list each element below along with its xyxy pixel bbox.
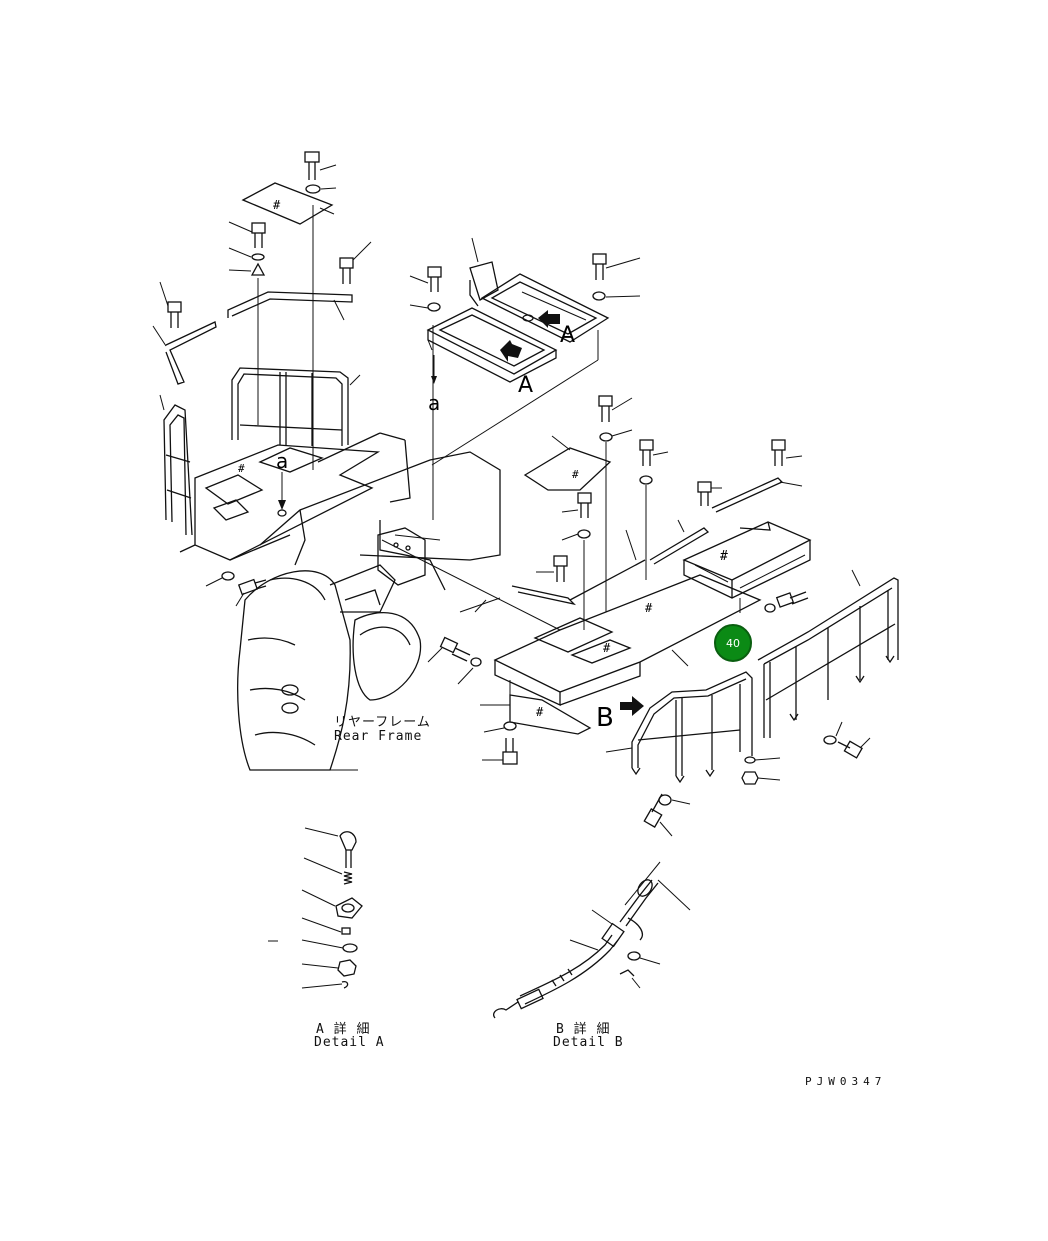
- rear-frame-en-label: Rear Frame: [334, 729, 423, 744]
- detail-b-connector[interactable]: [591, 861, 691, 948]
- view-a-lower-label: A: [518, 373, 533, 398]
- bolt-center-2[interactable]: [639, 439, 669, 485]
- handrail-b[interactable]: [605, 671, 753, 784]
- svg-text:#: #: [720, 549, 728, 564]
- detail-a-clip[interactable]: [301, 980, 349, 989]
- detail-a-pin[interactable]: [301, 917, 351, 935]
- svg-text:#: #: [273, 198, 281, 212]
- frame-bolt[interactable]: [427, 636, 482, 685]
- detail-b-en-label: Detail B: [553, 1035, 624, 1050]
- svg-text:#: #: [238, 462, 245, 475]
- washer-top[interactable]: [305, 184, 337, 194]
- part-callout-label: 40: [726, 636, 740, 650]
- bolt-center-5[interactable]: [697, 481, 722, 506]
- handrail-b-bolt[interactable]: [643, 793, 691, 837]
- arrow-a-small-label: a: [428, 391, 440, 415]
- bolt-rail-right[interactable]: [339, 241, 372, 284]
- brace-bar-long[interactable]: [511, 519, 710, 606]
- bolt-cover-right[interactable]: [592, 253, 641, 301]
- bolt-left-stack[interactable]: [228, 221, 266, 276]
- svg-text:#: #: [645, 601, 653, 615]
- left-bolt-washer[interactable]: [205, 571, 267, 607]
- detail-b-jp-label: B 詳 細: [556, 1022, 611, 1037]
- cover-plate-upper[interactable]: [469, 237, 610, 343]
- nut-washer-right[interactable]: [741, 756, 781, 785]
- box-bolt-washer[interactable]: [739, 591, 809, 613]
- fender-floor-plate[interactable]: # #: [493, 574, 762, 707]
- bracket-left-bar[interactable]: [152, 321, 217, 385]
- detail-a-nut[interactable]: [301, 959, 357, 977]
- guard-rail-bolt[interactable]: [823, 721, 871, 759]
- arrow-a-small: a: [428, 355, 440, 415]
- bracket-plate-small[interactable]: #: [523, 435, 612, 491]
- svg-text:#: #: [536, 705, 544, 719]
- detail-a-spring[interactable]: [303, 857, 353, 885]
- left-platform[interactable]: #: [179, 444, 381, 561]
- svg-text:#: #: [572, 468, 579, 481]
- detail-b-clamp[interactable]: [619, 917, 661, 989]
- bolt-left-bracket[interactable]: [159, 281, 182, 328]
- bolt-cover-left[interactable]: [409, 266, 442, 312]
- top-cover-plate[interactable]: #: [241, 182, 334, 225]
- detail-a-grommet[interactable]: [301, 889, 363, 919]
- rear-frame-beam[interactable]: [259, 432, 501, 613]
- battery-box-cover[interactable]: #: [682, 521, 812, 599]
- rear-frame-jp-label: リヤーフレーム: [334, 715, 431, 730]
- brace-bar-right[interactable]: [711, 477, 803, 513]
- gusset-bolt[interactable]: [482, 721, 518, 765]
- drawing-code: PJW0347: [805, 1075, 887, 1088]
- bolt-center-3[interactable]: [561, 492, 592, 541]
- view-b-label: B: [596, 703, 614, 733]
- part-callout-40[interactable]: 40: [714, 624, 752, 662]
- view-arrow-b[interactable]: B: [596, 696, 644, 733]
- handrail-bar-top[interactable]: [227, 291, 353, 321]
- side-guard-rail[interactable]: [757, 569, 899, 738]
- arrow-a-frame-label: a: [276, 449, 288, 473]
- detail-a-washer[interactable]: [268, 939, 358, 953]
- view-a-upper-label: A: [560, 323, 575, 348]
- left-railing[interactable]: [231, 367, 361, 446]
- svg-text:#: #: [603, 641, 611, 655]
- view-arrow-a-upper[interactable]: A: [538, 310, 575, 348]
- bolt-top[interactable]: [304, 151, 337, 180]
- detail-b-cable[interactable]: [493, 934, 619, 1019]
- detail-a-handle[interactable]: [304, 827, 357, 868]
- arrow-a-frame: a: [276, 449, 288, 517]
- detail-a-en-label: Detail A: [314, 1035, 385, 1050]
- bolt-center-1[interactable]: [598, 395, 633, 442]
- detail-a-jp-label: A 詳 細: [316, 1022, 371, 1037]
- bolt-center-4[interactable]: [536, 555, 568, 582]
- view-arrow-a-lower[interactable]: A: [500, 340, 533, 398]
- bolt-right-top[interactable]: [771, 439, 803, 466]
- rear-frame-body[interactable]: [237, 570, 422, 771]
- left-side-railing[interactable]: [159, 394, 193, 536]
- gusset-plate[interactable]: #: [480, 680, 592, 735]
- cover-plate-lower[interactable]: [426, 307, 558, 383]
